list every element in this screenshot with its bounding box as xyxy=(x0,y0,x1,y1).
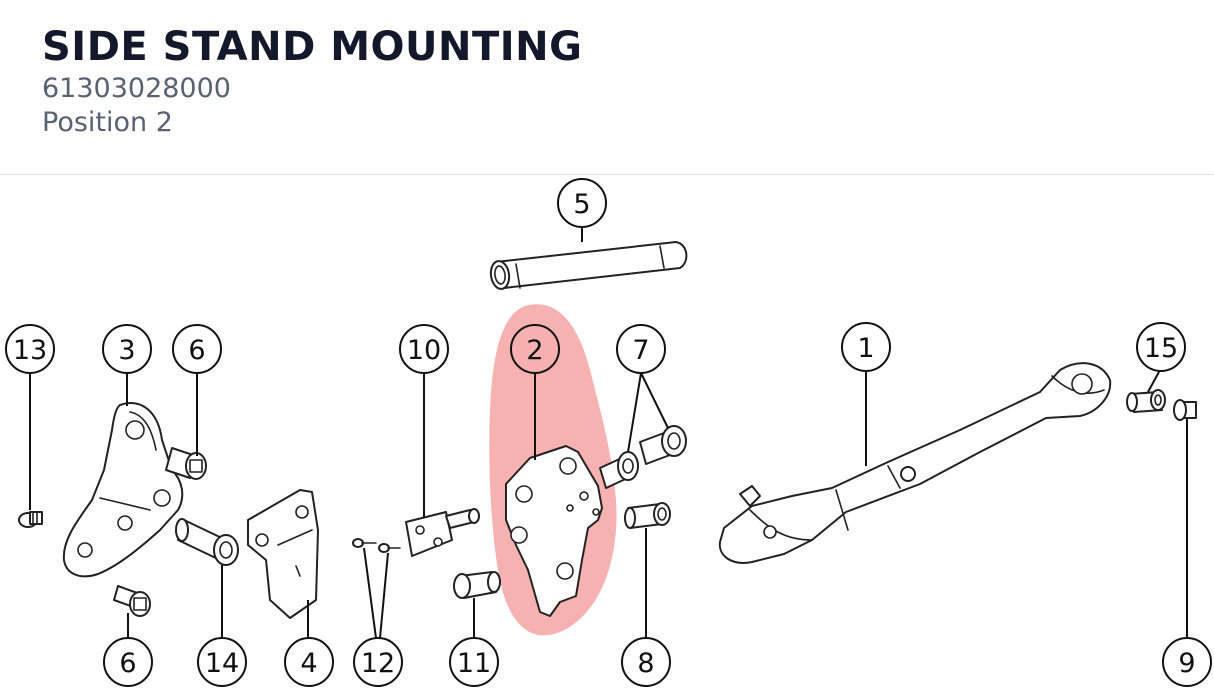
part-9-pin[interactable] xyxy=(1173,399,1197,421)
svg-text:1: 1 xyxy=(857,333,874,364)
part-15-bushing[interactable] xyxy=(1126,389,1166,413)
header: SIDE STAND MOUNTING 61303028000 Position… xyxy=(42,22,582,140)
part-number: 61303028000 xyxy=(42,73,231,104)
callout-14[interactable]: 14 xyxy=(197,637,247,687)
part-11-bushing[interactable] xyxy=(453,571,501,599)
svg-text:11: 11 xyxy=(457,648,491,679)
exploded-parts-diagram: 5 13 3 6 10 2 7 1 15 6 14 4 xyxy=(5,178,1212,687)
part-6b-bolt[interactable] xyxy=(113,585,151,617)
svg-text:10: 10 xyxy=(407,335,441,366)
callout-12[interactable]: 12 xyxy=(353,637,403,687)
page-title: SIDE STAND MOUNTING xyxy=(42,24,583,70)
part-13-screw[interactable] xyxy=(18,511,43,528)
callout-2[interactable]: 2 xyxy=(510,324,560,374)
part-3-bracket[interactable] xyxy=(62,402,184,578)
position-label: Position 2 xyxy=(42,107,173,138)
svg-text:13: 13 xyxy=(13,335,47,366)
callout-7[interactable]: 7 xyxy=(616,324,666,374)
divider xyxy=(0,174,1214,175)
svg-text:9: 9 xyxy=(1178,648,1195,679)
callout-10[interactable]: 10 xyxy=(399,324,449,374)
part-6a-bolt[interactable] xyxy=(165,447,207,480)
svg-text:7: 7 xyxy=(632,335,649,366)
callout-4[interactable]: 4 xyxy=(284,637,334,687)
callout-8[interactable]: 8 xyxy=(621,637,671,687)
callout-13[interactable]: 13 xyxy=(5,324,55,374)
svg-text:2: 2 xyxy=(526,335,543,366)
svg-text:6: 6 xyxy=(188,335,205,366)
svg-text:5: 5 xyxy=(573,189,590,220)
svg-text:3: 3 xyxy=(118,335,135,366)
callout-11[interactable]: 11 xyxy=(449,637,499,687)
part-4-plate[interactable] xyxy=(247,489,319,619)
callout-5[interactable]: 5 xyxy=(557,178,607,228)
callout-6-top[interactable]: 6 xyxy=(172,324,222,374)
svg-text:6: 6 xyxy=(119,648,136,679)
part-14-pin[interactable] xyxy=(175,518,239,566)
callout-3[interactable]: 3 xyxy=(102,324,152,374)
svg-text:12: 12 xyxy=(361,648,395,679)
leader-lines xyxy=(29,227,1188,639)
part-5-tube[interactable] xyxy=(489,241,688,290)
callout-15[interactable]: 15 xyxy=(1136,322,1186,372)
callout-1[interactable]: 1 xyxy=(841,322,891,372)
callout-9[interactable]: 9 xyxy=(1162,637,1212,687)
callout-6-bottom[interactable]: 6 xyxy=(103,637,153,687)
part-10-sensor[interactable] xyxy=(405,508,480,557)
part-8-spacer[interactable] xyxy=(624,502,671,529)
svg-text:8: 8 xyxy=(637,648,654,679)
part-12-screws[interactable] xyxy=(352,538,401,553)
svg-text:15: 15 xyxy=(1144,333,1178,364)
part-1-side-stand[interactable] xyxy=(718,362,1112,564)
part-7-bolts[interactable] xyxy=(599,425,687,489)
svg-text:4: 4 xyxy=(300,648,317,679)
part-2-mounting-plate[interactable] xyxy=(505,445,603,617)
svg-text:14: 14 xyxy=(205,648,239,679)
